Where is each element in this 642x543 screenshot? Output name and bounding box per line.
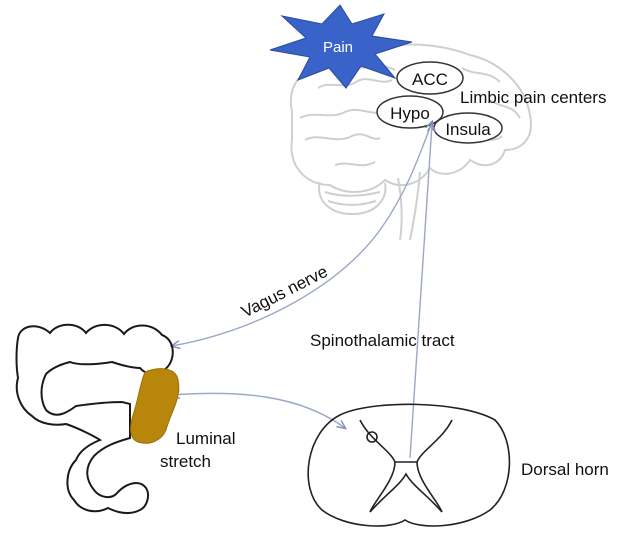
spinal-afferent-pathway <box>172 393 345 428</box>
spinothalamic-pathway <box>410 124 432 458</box>
insula-label: Insula <box>445 120 491 139</box>
hypo-label: Hypo <box>390 104 430 123</box>
vagus-nerve-pathway <box>172 122 432 346</box>
vagus-nerve-label: Vagus nerve <box>238 262 331 322</box>
limbic-pain-centers-label: Limbic pain centers <box>460 88 606 107</box>
dorsal-horn-label: Dorsal horn <box>521 460 609 479</box>
luminal-stretch-label-line2: stretch <box>160 452 211 471</box>
pain-burst-icon: Pain <box>270 5 412 88</box>
spinothalamic-tract-label: Spinothalamic tract <box>310 331 455 350</box>
acc-label: ACC <box>412 70 448 89</box>
luminal-stretch-region <box>131 369 179 444</box>
spinal-cord-cross-section <box>308 404 509 526</box>
pain-label: Pain <box>323 39 353 56</box>
luminal-stretch-label-line1: Luminal <box>176 429 236 448</box>
